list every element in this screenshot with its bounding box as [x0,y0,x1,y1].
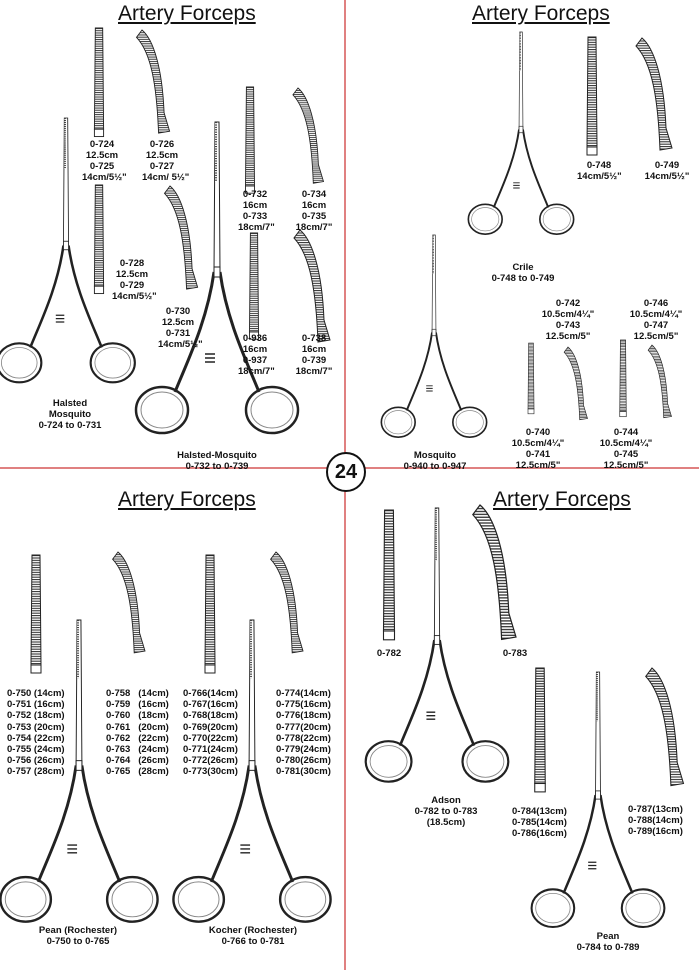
item-caption: 0-734 16cm 0-735 18cm/7" [295,189,333,233]
section-title-top-right: Artery Forceps [472,2,610,25]
item-caption: 0-748 14cm/5½" [577,160,622,182]
item-caption: 0-744 10.5cm/4¼" 0-745 12.5cm/5" [599,427,653,471]
item-caption: 0-749 14cm/5½" [644,160,690,182]
section-title-bottom-left: Artery Forceps [118,488,256,511]
section-title-bottom-right: Artery Forceps [493,488,631,511]
item-caption: 0-738 16cm 0-739 18cm/7" [295,333,333,377]
code-list-pean-straight: 0-784(13cm) 0-785(14cm) 0-786(16cm) [512,806,567,840]
item-caption: 0-783 [502,648,528,659]
code-list-kocher-curved: 0-774(14cm) 0-775(16cm) 0-776(18cm) 0-77… [276,688,331,778]
item-caption: 0-746 10.5cm/4¼" 0-747 12.5cm/5" [629,298,683,342]
mosquito-caption: Mosquito 0-940 to 0-947 [403,450,467,472]
page-number: 24 [326,452,366,492]
item-caption: 0-782 [376,648,402,659]
item-caption: 0-726 12.5cm 0-727 14cm/ 5½" [142,139,190,183]
adson-caption: Adson 0-782 to 0-783 (18.5cm) [414,795,478,828]
item-caption: 0-728 12.5cm 0-729 14cm/5½" [112,258,157,302]
code-list-pean-straight: 0-750 (14cm) 0-751 (16cm) 0-752 (18cm) 0… [7,688,65,778]
item-caption: 0-724 12.5cm 0-725 14cm/5½" [82,139,127,183]
item-caption: 0-936 16cm 0-937 18cm/7" [238,333,275,377]
crile-caption: Crile 0-748 to 0-749 [491,262,555,284]
pean-caption: Pean 0-784 to 0-789 [576,931,640,953]
item-caption: 0-740 10.5cm/4¼" 0-741 12.5cm/5" [511,427,565,471]
pean-rochester-caption: Pean (Rochester) 0-750 to 0-765 [38,925,118,947]
code-list-pean-curved: 0-787(13cm) 0-788(14cm) 0-789(16cm) [628,804,683,838]
section-title-top-left: Artery Forceps [118,2,256,25]
halsted-mosquito-caption: Halsted Mosquito 0-724 to 0-731 [38,398,102,431]
code-list-kocher-straight: 0-766(14cm) 0-767(16cm) 0-768(18cm) 0-76… [183,688,238,778]
halsted-mosquito-long-caption: Halsted-Mosquito 0-732 to 0-739 [177,450,257,472]
code-list-pean-curved: 0-758 (14cm) 0-759 (16cm) 0-760 (18cm) 0… [106,688,169,778]
item-caption: 0-730 12.5cm 0-731 14cm/5½" [158,306,203,350]
item-caption: 0-742 10.5cm/4¼" 0-743 12.5cm/5" [541,298,595,342]
kocher-rochester-caption: Kocher (Rochester) 0-766 to 0-781 [208,925,298,947]
item-caption: 0-732 16cm 0-733 18cm/7" [238,189,275,233]
